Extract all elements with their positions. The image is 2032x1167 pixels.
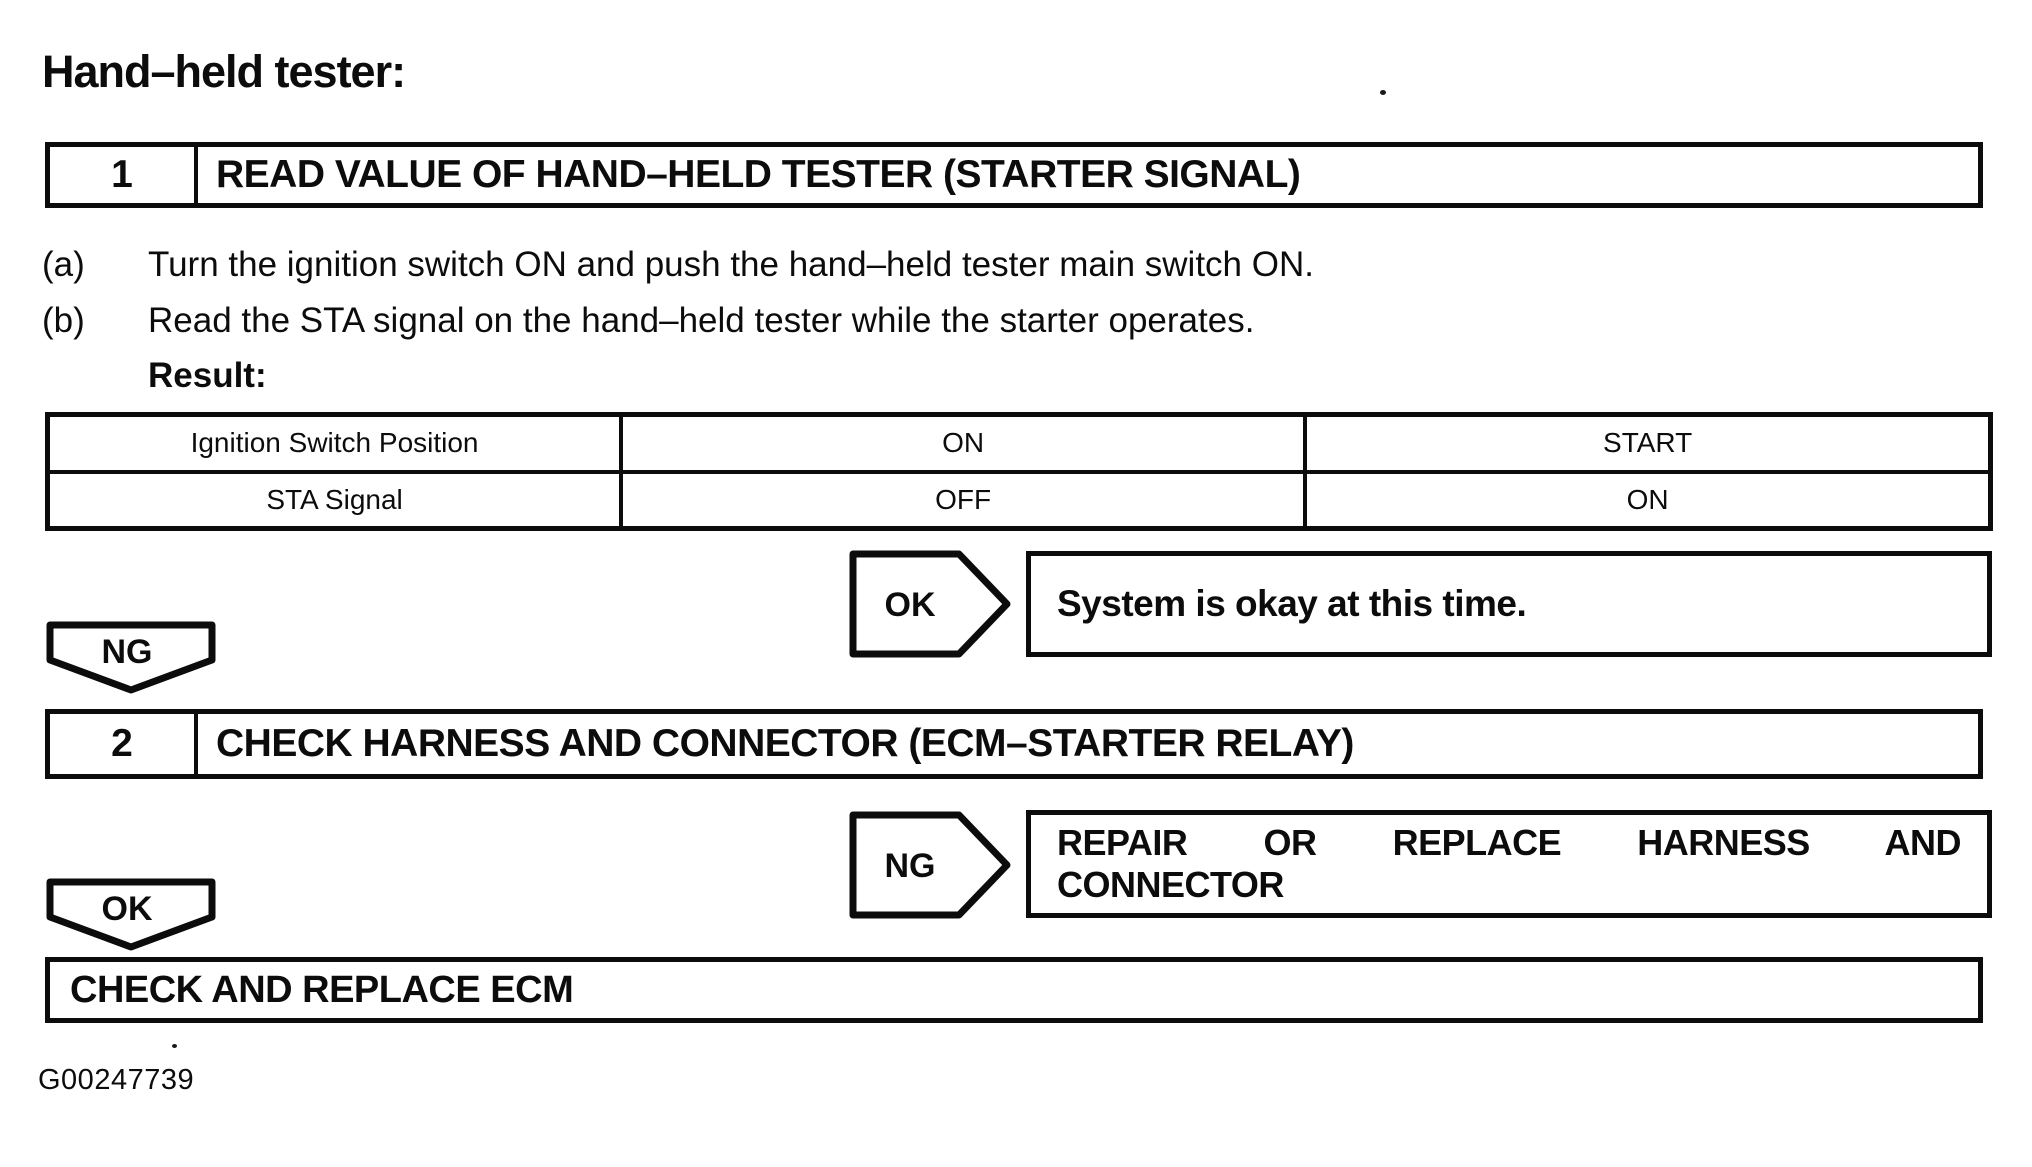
step-1-number: 1 bbox=[50, 147, 198, 203]
step-2-header: 2 CHECK HARNESS AND CONNECTOR (ECM–START… bbox=[45, 709, 1983, 779]
scan-speck bbox=[172, 1044, 177, 1048]
ok-flow-marker-label: OK bbox=[102, 890, 153, 928]
instruction-a-text: Turn the ignition switch ON and push the… bbox=[148, 245, 1314, 284]
final-action-text: CHECK AND REPLACE ECM bbox=[70, 968, 574, 1011]
result-label: Result: bbox=[148, 356, 267, 395]
scan-speck bbox=[1380, 90, 1386, 95]
result-table: Ignition Switch Position ON START STA Si… bbox=[45, 412, 1993, 531]
instruction-b-text: Read the STA signal on the hand–held tes… bbox=[148, 301, 1255, 340]
ng-outcome-box: REPAIR OR REPLACE HARNESS AND CONNECTOR bbox=[1026, 810, 1992, 918]
figure-id: G00247739 bbox=[38, 1064, 195, 1096]
final-action-box: CHECK AND REPLACE ECM bbox=[45, 957, 1983, 1023]
instruction-a: (a) Turn the ignition switch ON and push … bbox=[42, 245, 1314, 285]
table-row: STA Signal OFF ON bbox=[45, 469, 1993, 531]
ok-arrow-label: OK bbox=[885, 586, 936, 624]
table-cell: Ignition Switch Position bbox=[45, 412, 624, 474]
table-cell: ON bbox=[619, 412, 1308, 474]
step-1-title: READ VALUE OF HAND–HELD TESTER (STARTER … bbox=[216, 153, 1301, 196]
ng-flow-marker-icon: NG bbox=[46, 621, 216, 694]
ok-arrow-icon: OK bbox=[849, 550, 1011, 658]
table-cell: STA Signal bbox=[45, 469, 624, 531]
ng-outcome-line-1: REPAIR OR REPLACE HARNESS AND bbox=[1057, 822, 1962, 863]
ng-arrow-icon: NG bbox=[849, 811, 1011, 919]
table-cell: START bbox=[1303, 412, 1993, 474]
table-cell: ON bbox=[1303, 469, 1993, 531]
ok-flow-marker-icon: OK bbox=[46, 878, 216, 951]
table-cell: OFF bbox=[619, 469, 1308, 531]
step-2-number: 2 bbox=[50, 714, 198, 774]
page-title: Hand–held tester: bbox=[42, 46, 406, 97]
instruction-b-marker: (b) bbox=[42, 301, 85, 340]
ng-flow-marker-label: NG bbox=[102, 633, 153, 671]
step-2-title: CHECK HARNESS AND CONNECTOR (ECM–STARTER… bbox=[216, 722, 1354, 765]
ng-outcome-line-2: CONNECTOR bbox=[1057, 864, 1284, 905]
instruction-b: (b) Read the STA signal on the hand–held … bbox=[42, 301, 1254, 341]
ng-arrow-label: NG bbox=[885, 847, 936, 885]
step-1-header: 1 READ VALUE OF HAND–HELD TESTER (STARTE… bbox=[45, 142, 1983, 208]
ok-outcome-text: System is okay at this time. bbox=[1057, 583, 1527, 624]
instruction-a-marker: (a) bbox=[42, 245, 85, 284]
ok-outcome-box: System is okay at this time. bbox=[1026, 551, 1992, 657]
table-row: Ignition Switch Position ON START bbox=[45, 412, 1993, 474]
